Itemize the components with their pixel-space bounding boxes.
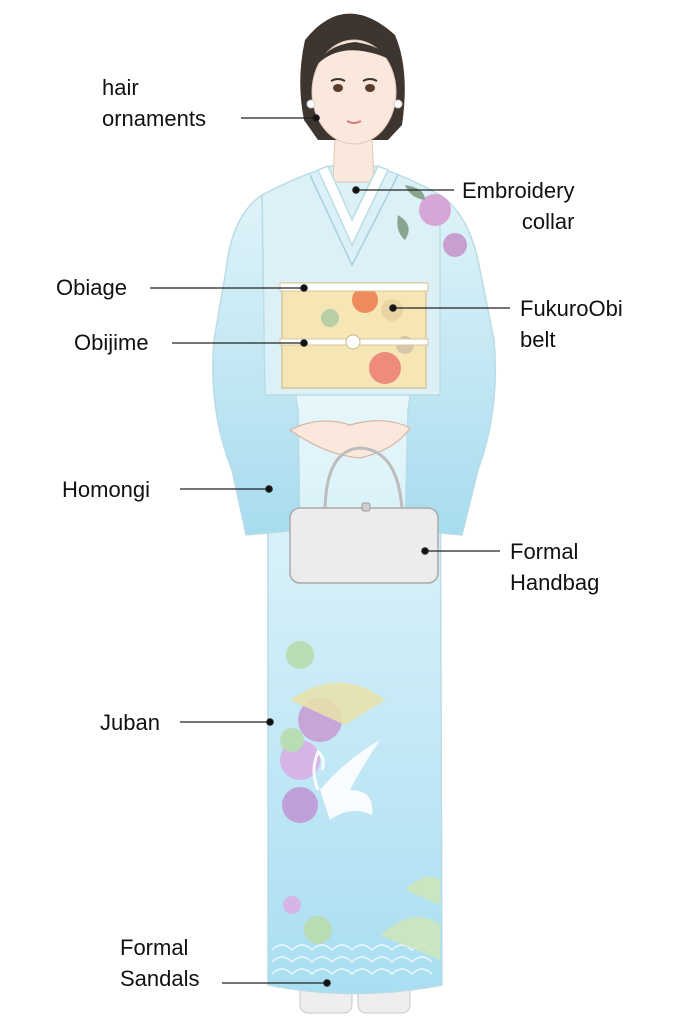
label-formal-handbag: Formal Handbag (510, 539, 600, 595)
hands (288, 420, 411, 459)
handbag (289, 446, 439, 584)
floral-motifs (280, 641, 440, 960)
obiage-band (279, 282, 429, 292)
wave-pattern (271, 944, 433, 976)
shoulder-flowers (397, 185, 467, 257)
label-fukuro-obi: FukuroObi belt (520, 296, 623, 352)
leader-lines (150, 114, 510, 987)
label-hair-ornaments: hair ornaments (102, 75, 206, 131)
label-obijime: Obijime (74, 330, 149, 355)
label-embroidery-collar: Embroidery collar (462, 178, 575, 234)
head (300, 13, 405, 145)
collar (316, 165, 390, 247)
label-obiage: Obiage (56, 275, 127, 300)
label-homongi: Homongi (62, 477, 151, 502)
label-juban: Juban (100, 710, 160, 735)
crane-motif (312, 740, 380, 820)
label-formal-sandals: Formal Sandals (120, 935, 200, 991)
left-sleeve (212, 193, 301, 536)
